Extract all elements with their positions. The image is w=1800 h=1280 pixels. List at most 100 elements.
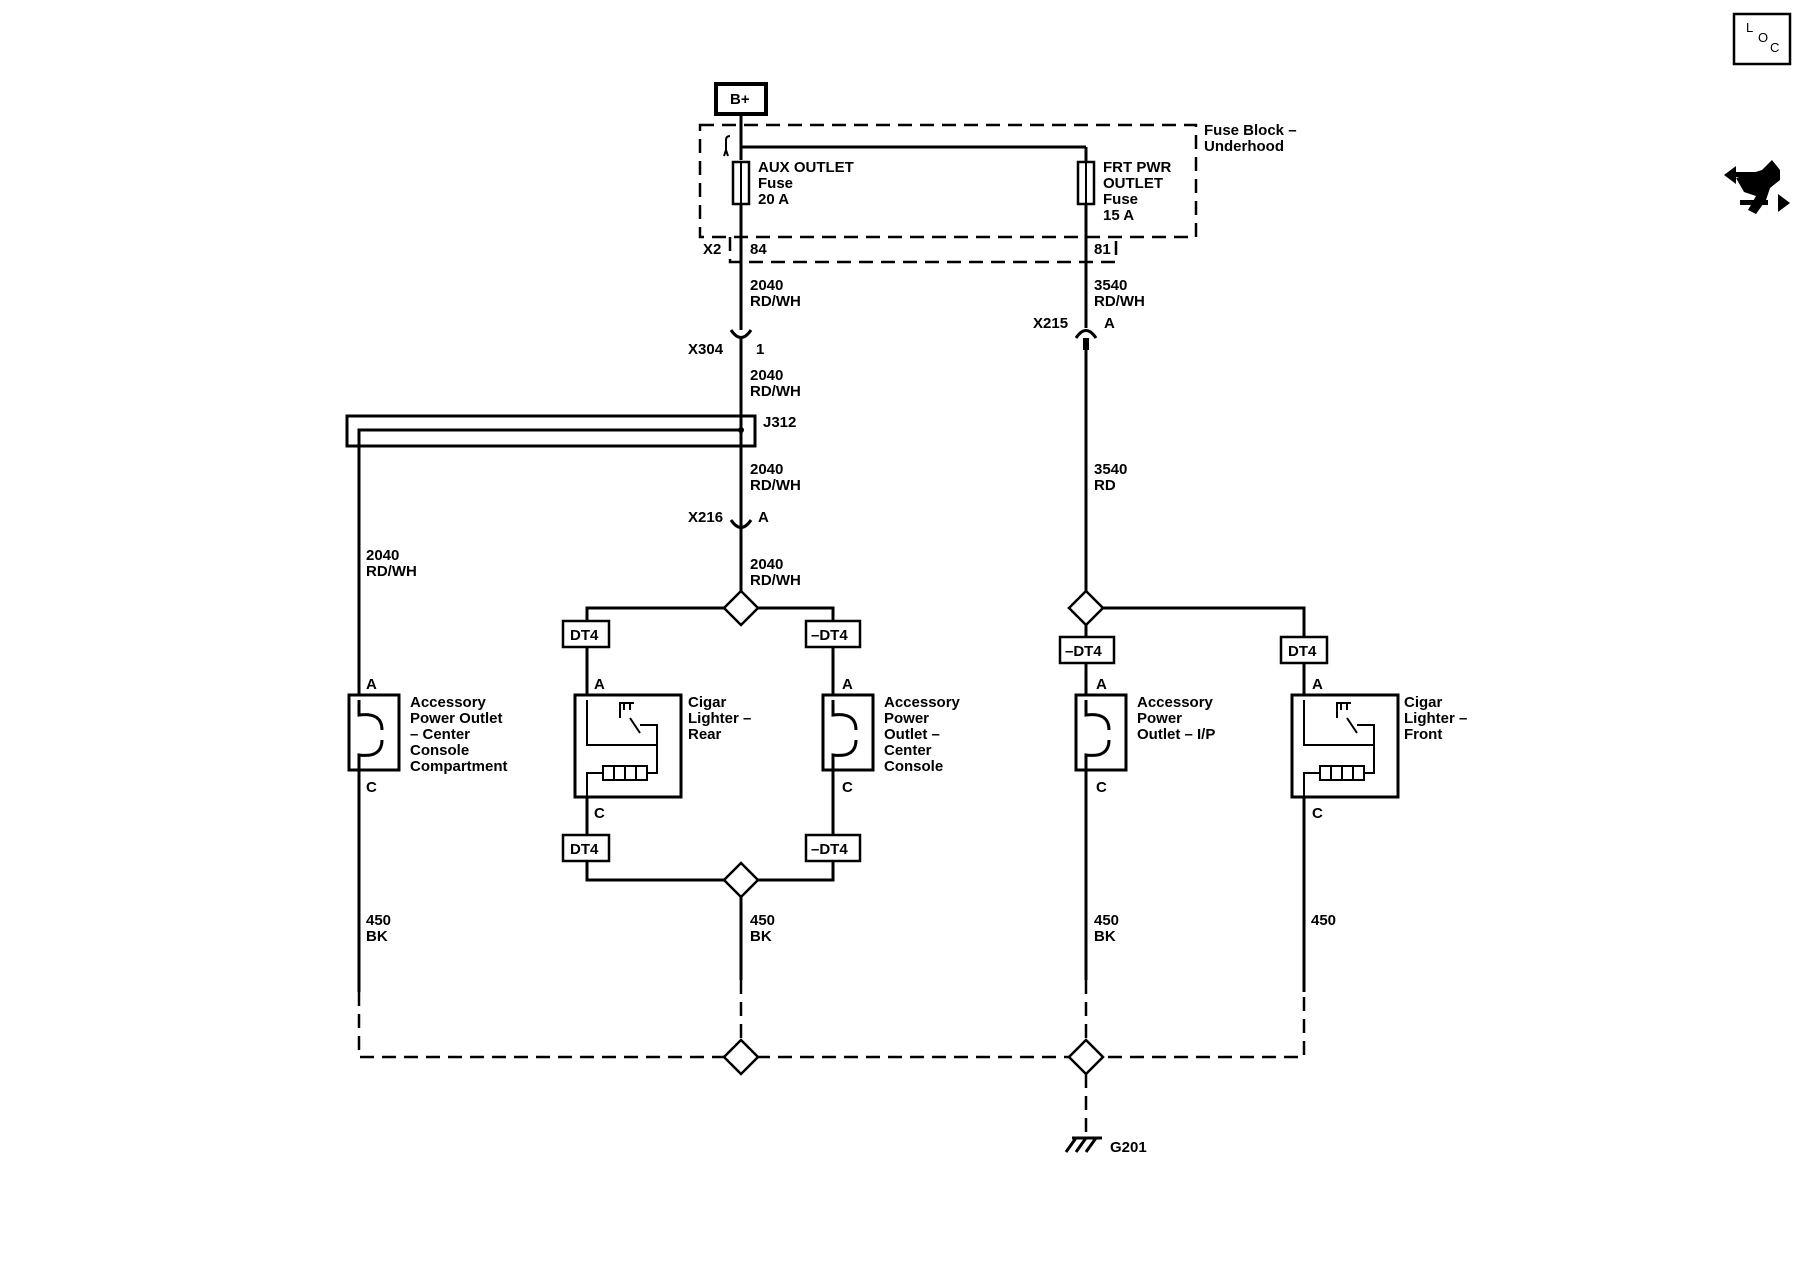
option-tag-dt4-rear-top: DT4 bbox=[561, 619, 611, 649]
wire-2040-circuit-1: 2040 bbox=[750, 277, 783, 294]
outlet-console-compartment-line5: Compartment bbox=[410, 758, 508, 775]
splice-diamond-ground-left bbox=[722, 1038, 760, 1076]
wire-2040-color-branch: RD/WH bbox=[366, 563, 417, 580]
fuse-aux-line3: 20 A bbox=[758, 191, 789, 208]
fuse-block-connector-label: X2 bbox=[703, 241, 721, 258]
wire-2040-circuit-2: 2040 bbox=[750, 367, 783, 384]
outlet-center-console-line2: Power bbox=[884, 710, 929, 727]
lighter-rear-line1: Cigar bbox=[688, 694, 727, 711]
splice-pack-j312-label: J312 bbox=[763, 414, 796, 431]
fuse-block-label-line1: Fuse Block – bbox=[1204, 122, 1297, 139]
svg-text:–DT4: –DT4 bbox=[811, 841, 848, 858]
fuse-aux-line2: Fuse bbox=[758, 175, 793, 192]
outlet-ip-line2: Power bbox=[1137, 710, 1182, 727]
loc-letter-l: L bbox=[1746, 20, 1753, 35]
connector-x216-name: X216 bbox=[688, 509, 723, 526]
connector-x215-name: X215 bbox=[1033, 315, 1068, 332]
wire-3540-color-1: RD/WH bbox=[1094, 293, 1145, 310]
wire-2040-color-2: RD/WH bbox=[750, 383, 801, 400]
option-tag-not-dt4-rear-bottom: –DT4 bbox=[804, 833, 862, 863]
splice-diamond-rear-top bbox=[722, 589, 760, 627]
svg-text:DT4: DT4 bbox=[570, 841, 599, 858]
outlet-center-console-pin-a: A bbox=[842, 676, 853, 693]
wire-2040-circuit-3: 2040 bbox=[750, 461, 783, 478]
ground-symbol-icon bbox=[1064, 1136, 1102, 1153]
service-wrench-icon[interactable] bbox=[1724, 160, 1790, 214]
lighter-rear-pin-c: C bbox=[594, 805, 605, 822]
splice-diamond-ground-right bbox=[1067, 1038, 1105, 1076]
wire-3540-circuit-2: 3540 bbox=[1094, 461, 1127, 478]
outlet-center-console-line1: Accessory bbox=[884, 694, 961, 711]
connector-x215-pin-icon bbox=[1083, 338, 1089, 350]
wire-2040-color-3: RD/WH bbox=[750, 477, 801, 494]
fuse-front-line4: 15 A bbox=[1103, 207, 1134, 224]
lighter-front-line2: Lighter – bbox=[1404, 710, 1467, 727]
outlet-ip-line1: Accessory bbox=[1137, 694, 1214, 711]
loc-letter-o: O bbox=[1758, 30, 1768, 45]
fuse-block-connector-outline bbox=[728, 237, 1118, 264]
bus-hook-tail-icon bbox=[723, 146, 729, 157]
component-outlet-ip[interactable] bbox=[1074, 693, 1128, 772]
option-tag-dt4-rear-bottom: DT4 bbox=[561, 833, 611, 863]
rear-option-branch-top bbox=[585, 606, 835, 700]
wire-2040-circuit-4: 2040 bbox=[750, 556, 783, 573]
splice-diamond-rear-bottom bbox=[722, 861, 760, 899]
wire-2040-splice-branch bbox=[357, 428, 741, 700]
battery-supply-box: B+ bbox=[714, 82, 768, 116]
wire-450-ip-circuit: 450 bbox=[1094, 912, 1119, 929]
outlet-console-compartment-pin-c: C bbox=[366, 779, 377, 796]
loc-icon[interactable]: L O C bbox=[1732, 12, 1792, 66]
outlet-ip-line3: Outlet – I/P bbox=[1137, 726, 1215, 743]
wire-2040-color-1: RD/WH bbox=[750, 293, 801, 310]
component-cigar-lighter-rear[interactable] bbox=[573, 693, 683, 799]
wire-3540-color-2: RD bbox=[1094, 477, 1116, 494]
lighter-rear-line2: Lighter – bbox=[688, 710, 751, 727]
wire-2040-circuit-branch: 2040 bbox=[366, 547, 399, 564]
fuse-front-line3: Fuse bbox=[1103, 191, 1138, 208]
lighter-rear-line3: Rear bbox=[688, 726, 722, 743]
fuse-front-pin: 81 bbox=[1094, 241, 1111, 258]
wire-450-rear-circuit: 450 bbox=[750, 912, 775, 929]
outlet-console-compartment-line4: Console bbox=[410, 742, 469, 759]
wire-450-ip-color: BK bbox=[1094, 928, 1116, 945]
outlet-console-compartment-line2: Power Outlet bbox=[410, 710, 503, 727]
lighter-front-line1: Cigar bbox=[1404, 694, 1443, 711]
battery-supply-label: B+ bbox=[730, 91, 750, 108]
fuse-block-label-line2: Underhood bbox=[1204, 138, 1284, 155]
option-tag-dt4-front: DT4 bbox=[1279, 635, 1329, 665]
ground-harness-dashed bbox=[357, 992, 1306, 1059]
splice-diamond-front bbox=[1067, 589, 1105, 627]
lighter-rear-pin-a: A bbox=[594, 676, 605, 693]
option-tag-not-dt4-rear-top: –DT4 bbox=[804, 619, 862, 649]
splice-point-j312 bbox=[738, 427, 744, 433]
component-outlet-center-console[interactable] bbox=[821, 693, 875, 772]
splice-pack-j312 bbox=[345, 414, 757, 448]
svg-text:–DT4: –DT4 bbox=[811, 627, 848, 644]
option-tag-not-dt4-ip: –DT4 bbox=[1058, 635, 1116, 665]
connector-x215-pin: A bbox=[1104, 315, 1115, 332]
wire-450-console-compartment-circuit: 450 bbox=[366, 912, 391, 929]
component-outlet-console-compartment[interactable] bbox=[347, 693, 401, 772]
front-option-branch bbox=[1086, 606, 1306, 700]
svg-text:DT4: DT4 bbox=[1288, 643, 1317, 660]
connector-x304-symbol bbox=[729, 329, 753, 339]
outlet-console-compartment-pin-a: A bbox=[366, 676, 377, 693]
svg-text:–DT4: –DT4 bbox=[1065, 643, 1102, 660]
outlet-ip-pin-c: C bbox=[1096, 779, 1107, 796]
lighter-front-line3: Front bbox=[1404, 726, 1442, 743]
outlet-ip-pin-a: A bbox=[1096, 676, 1107, 693]
wire-2040-color-4: RD/WH bbox=[750, 572, 801, 589]
outlet-center-console-line5: Console bbox=[884, 758, 943, 775]
outlet-center-console-pin-c: C bbox=[842, 779, 853, 796]
component-cigar-lighter-front[interactable] bbox=[1290, 693, 1400, 799]
svg-text:DT4: DT4 bbox=[570, 627, 599, 644]
wire-3540-circuit-1: 3540 bbox=[1094, 277, 1127, 294]
fuse-aux-line1: AUX OUTLET bbox=[758, 159, 854, 176]
fuse-front-line2: OUTLET bbox=[1103, 175, 1163, 192]
connector-x216-pin: A bbox=[758, 509, 769, 526]
lighter-front-pin-a: A bbox=[1312, 676, 1323, 693]
connector-x304-pin: 1 bbox=[756, 341, 764, 358]
bus-hook-icon bbox=[725, 135, 731, 150]
wire-450-rear-color: BK bbox=[750, 928, 772, 945]
